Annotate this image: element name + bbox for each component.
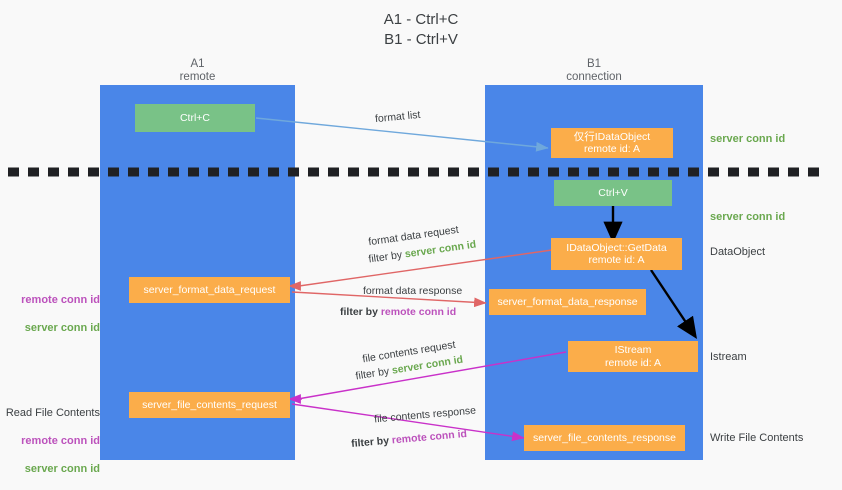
box-idataobject-getdata[interactable]: IDataObject::GetData remote id: A bbox=[551, 238, 682, 270]
box-server-file-contents-response[interactable]: server_file_contents_response bbox=[524, 425, 685, 451]
box-ctrl-v[interactable]: Ctrl+V bbox=[554, 180, 672, 206]
edge-label-format-data-response: format data response bbox=[363, 285, 463, 297]
filter-prefix: filter by bbox=[354, 364, 393, 383]
left-label-server-conn-id-2: server conn id bbox=[24, 463, 100, 475]
edge-label-format-list: format list bbox=[374, 108, 421, 126]
filter-prefix: filter by bbox=[340, 306, 381, 318]
left-label-remote-conn-id-1: remote conn id bbox=[21, 294, 100, 306]
title-line-1: A1 - Ctrl+C bbox=[383, 11, 459, 28]
edge-label-file-contents-response-filter: filter by remote conn id bbox=[351, 427, 468, 451]
right-label-write-file-contents: Write File Contents bbox=[710, 432, 804, 444]
edge-label-format-data-response-filter: filter by remote conn id bbox=[340, 305, 456, 319]
right-label-dataobject: DataObject bbox=[710, 246, 766, 258]
left-label-conn-ids-top: remote conn id server conn id bbox=[8, 279, 100, 349]
filter-prefix: filter by bbox=[350, 434, 393, 451]
left-label-read-file-contents-group: Read File Contents remote conn id server… bbox=[4, 392, 100, 490]
left-label-server-conn-id-1: server conn id bbox=[24, 322, 100, 334]
left-label-remote-conn-id-2: remote conn id bbox=[21, 435, 100, 447]
box-istream[interactable]: IStream remote id: A bbox=[568, 341, 698, 372]
box-idataobject[interactable]: 仅行IDataObject remote id: A bbox=[551, 128, 673, 158]
left-label-read-file-contents: Read File Contents bbox=[5, 407, 100, 419]
filter-value-remote-conn-id: remote conn id bbox=[391, 427, 468, 447]
column-b1-name: B1 bbox=[586, 58, 602, 70]
right-label-server-conn-id-mid: server conn id bbox=[710, 211, 786, 223]
column-a1-role: remote bbox=[179, 71, 216, 83]
diagram-title: A1 - Ctrl+C B1 - Ctrl+V bbox=[0, 10, 842, 50]
box-server-file-contents-request[interactable]: server_file_contents_request bbox=[129, 392, 290, 418]
column-b1-role: connection bbox=[566, 71, 622, 83]
box-ctrl-c[interactable]: Ctrl+C bbox=[135, 104, 255, 132]
filter-prefix: filter by bbox=[367, 248, 406, 266]
edge-label-file-contents-response: file contents response bbox=[373, 404, 477, 426]
right-label-server-conn-id-top: server conn id bbox=[710, 133, 786, 145]
right-label-istream: Istream bbox=[710, 351, 747, 363]
column-a1-name: A1 bbox=[190, 58, 205, 70]
title-line-2: B1 - Ctrl+V bbox=[384, 31, 458, 48]
box-server-format-data-response[interactable]: server_format_data_response bbox=[489, 289, 646, 315]
filter-value-remote-conn-id: remote conn id bbox=[380, 306, 457, 318]
box-server-format-data-request[interactable]: server_format_data_request bbox=[129, 277, 290, 303]
column-header-b1: B1 connection bbox=[485, 58, 703, 84]
column-header-a1: A1 remote bbox=[100, 58, 295, 84]
